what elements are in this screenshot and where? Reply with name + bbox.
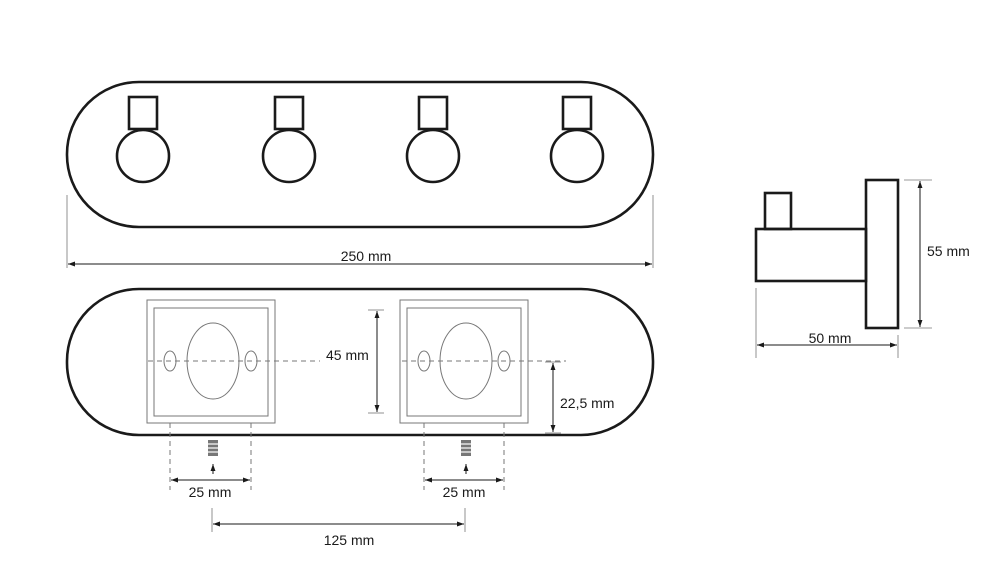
mount-bracket-left (146, 299, 320, 490)
mount-offset-label: 22,5 mm (560, 395, 614, 411)
side-wall-plate (864, 178, 900, 330)
hook-2 (261, 95, 317, 184)
total-width-label: 250 mm (341, 248, 392, 264)
side-depth-label: 50 mm (809, 330, 852, 346)
hook-1 (115, 95, 171, 184)
dimension-side-height: 55 mm (904, 179, 970, 329)
mount-spacing-label: 125 mm (324, 532, 375, 548)
hook-3 (405, 95, 461, 184)
front-view: 250 mm (65, 80, 655, 268)
screw-icon (461, 440, 471, 474)
side-view: 55 mm 50 mm (754, 178, 970, 358)
dimension-side-depth: 50 mm (755, 288, 899, 358)
mount-bracket-right (399, 299, 566, 490)
dimension-hole-spacing-right: 25 mm (425, 477, 503, 500)
hole-spacing-right-label: 25 mm (443, 484, 486, 500)
dimension-mount-spacing: 125 mm (211, 508, 466, 548)
front-plate-outline (65, 80, 655, 229)
side-hook-tip (763, 191, 793, 231)
side-height-label: 55 mm (927, 243, 970, 259)
dimension-mount-offset: 22,5 mm (545, 361, 614, 434)
dimension-hole-spacing-left: 25 mm (171, 477, 250, 500)
screw-icon (208, 440, 218, 474)
back-plate-outline (65, 287, 655, 437)
mount-height-label: 45 mm (326, 347, 369, 363)
hole-spacing-left-label: 25 mm (189, 484, 232, 500)
back-view: 45 mm 22,5 mm 25 mm 25 mm 125 mm (65, 287, 655, 548)
dimension-mount-height: 45 mm (326, 309, 384, 414)
hook-4 (549, 95, 605, 184)
side-hook-arm (754, 227, 868, 283)
dimension-total-width: 250 mm (66, 195, 654, 268)
